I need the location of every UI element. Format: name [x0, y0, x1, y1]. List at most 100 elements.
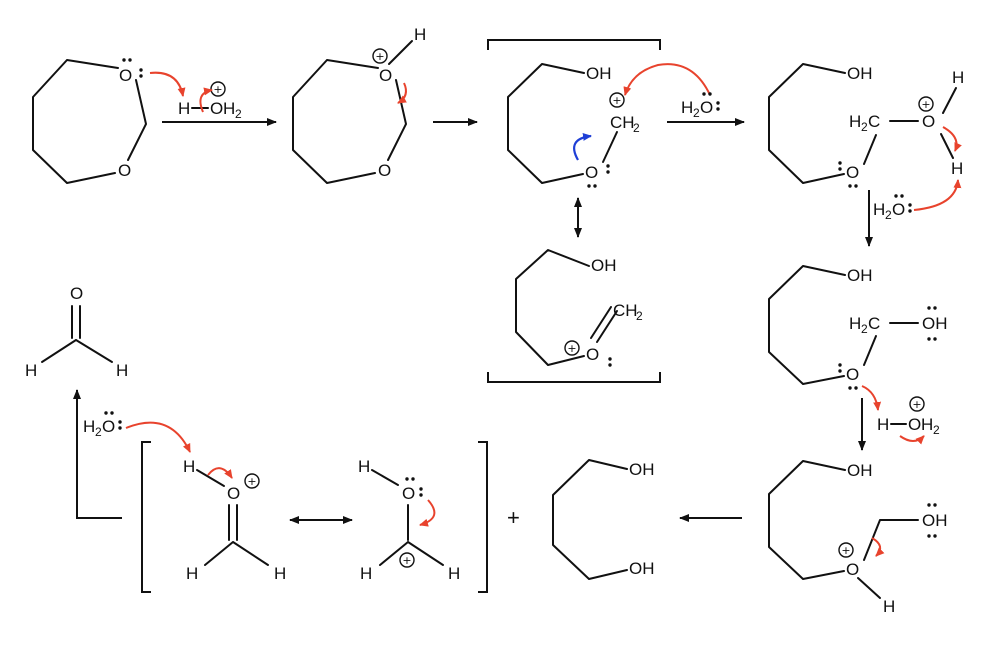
atom-hydrogen: H: [178, 99, 190, 118]
atom-ch2: CH: [613, 301, 638, 320]
subscript-2: 2: [861, 322, 868, 336]
atom-hydrogen: H: [25, 361, 37, 380]
atom-h2c: H: [849, 112, 861, 131]
svg-text:+: +: [213, 83, 222, 96]
charge-plus-icon: +: [564, 340, 580, 356]
atom-hydrogen: H: [883, 597, 895, 616]
charge-plus-icon: +: [838, 542, 854, 558]
atom-oxygen: O: [227, 484, 240, 503]
molecule-protonated-hemiacetal: OH O H 2 C O H H +: [768, 63, 964, 188]
charge-plus-icon: +: [609, 92, 625, 108]
atom-hydrogen: H: [873, 200, 885, 219]
lone-pair-dots: [927, 503, 937, 538]
atom-hydroxyl: OH: [591, 256, 617, 275]
atom-hydroxyl: OH: [922, 314, 948, 333]
lone-pair-dots: [838, 161, 858, 188]
electron-arrow-icon: [573, 132, 592, 161]
atom-oxygen: O: [846, 365, 859, 384]
subscript-2: 2: [636, 309, 643, 323]
molecule-protonated-formaldehyde: H O H H +: [183, 457, 286, 583]
electron-arrow-icon: [942, 126, 962, 152]
subscript-2: 2: [933, 423, 940, 437]
lone-pair-dots: [587, 164, 610, 188]
atom-hydrogen: H: [681, 98, 693, 117]
atom-oxygen: O: [585, 163, 598, 182]
atom-oxygen: O: [119, 66, 132, 85]
atom-hydrogen: H: [414, 25, 426, 44]
atom-hydroxyl: OH: [586, 64, 612, 83]
atom-hydroxyl: OH: [629, 460, 655, 479]
electron-arrow-icon: [419, 499, 436, 527]
lone-pair-dots: [608, 357, 612, 367]
atom-oxygen: O: [846, 163, 859, 182]
charge-plus-icon: +: [244, 473, 260, 489]
atom-hydroxyl: OH: [922, 511, 948, 530]
subscript-2: 2: [885, 208, 892, 222]
atom-hydrogen: H: [360, 564, 372, 583]
charge-plus-icon: +: [372, 48, 388, 64]
atom-hydrogen: H: [951, 159, 963, 178]
molecule-oxocarbenium: OH O CH 2 +: [515, 249, 643, 367]
hydronium-ion: H O H 2 +: [877, 396, 940, 437]
charge-plus-icon: +: [210, 81, 226, 97]
electron-arrow-icon: [125, 421, 191, 453]
atom-hydrogen: H: [186, 564, 198, 583]
lone-pair-dots: [405, 477, 423, 497]
plus-sign: +: [507, 505, 520, 530]
subscript-2: 2: [693, 106, 700, 120]
molecule-butanediol: OH OH: [552, 459, 655, 580]
svg-text:+: +: [247, 475, 256, 488]
lone-pair-dots: [122, 58, 143, 78]
atom-oxygen: O: [892, 200, 905, 219]
atom-hydroxyl: OH: [847, 461, 873, 480]
atom-oxygen: O: [102, 417, 115, 436]
charge-plus-icon: +: [918, 96, 934, 112]
electron-arrow-icon: [623, 63, 711, 96]
resonance-bracket-left: [141, 441, 151, 593]
charge-plus-icon: +: [399, 552, 415, 568]
svg-text:+: +: [921, 98, 930, 111]
molecule-protonated-ring-oxygen: OH O OH H +: [768, 460, 948, 616]
atom-hydrogen: H: [921, 415, 933, 434]
svg-text:+: +: [612, 94, 621, 107]
atom-oxygen: O: [378, 161, 391, 180]
atom-hydrogen: H: [183, 457, 195, 476]
atom-hydrogen: H: [877, 415, 889, 434]
resonance-bracket-top: [487, 39, 661, 50]
atom-oxygen: O: [700, 98, 713, 117]
atom-hydroxyl: OH: [847, 64, 873, 83]
atom-hydrogen: H: [358, 457, 370, 476]
electron-arrow-icon: [871, 537, 885, 557]
lone-pair-dots: [838, 306, 937, 390]
molecule-formaldehyde: O H H: [25, 284, 128, 380]
atom-h2c-carbon: C: [868, 112, 880, 131]
electron-arrow-icon: [199, 87, 213, 113]
atom-hydroxyl: OH: [629, 559, 655, 578]
atom-hydrogen: H: [116, 361, 128, 380]
svg-text:+: +: [375, 50, 384, 63]
atom-hydroxyl: OH: [847, 266, 873, 285]
atom-oxygen: O: [846, 560, 859, 579]
atom-oxygen: O: [908, 415, 921, 434]
molecule-carbocation: OH O CH 2 +: [507, 63, 640, 188]
svg-text:+: +: [567, 342, 576, 355]
water-molecule: H 2 O: [681, 92, 720, 120]
atom-hydrogen: H: [274, 564, 286, 583]
atom-oxygen: O: [379, 66, 392, 85]
subscript-2: 2: [861, 120, 868, 134]
resonance-bracket-right: [478, 441, 488, 593]
charge-plus-icon: +: [909, 396, 925, 412]
atom-hydrogen: H: [223, 99, 235, 118]
electron-arrow-icon: [899, 435, 925, 445]
atom-h2c-carbon: C: [868, 314, 880, 333]
atom-ch2: CH: [610, 113, 635, 132]
svg-text:+: +: [841, 544, 850, 557]
electron-arrow-icon: [861, 385, 882, 411]
water-molecule: H 2 O: [83, 411, 122, 439]
electron-arrow-icon: [149, 71, 186, 97]
svg-text:+: +: [402, 554, 411, 567]
electron-arrow-icon: [397, 82, 407, 104]
atom-hydrogen: H: [83, 417, 95, 436]
atom-hydrogen: H: [448, 564, 460, 583]
